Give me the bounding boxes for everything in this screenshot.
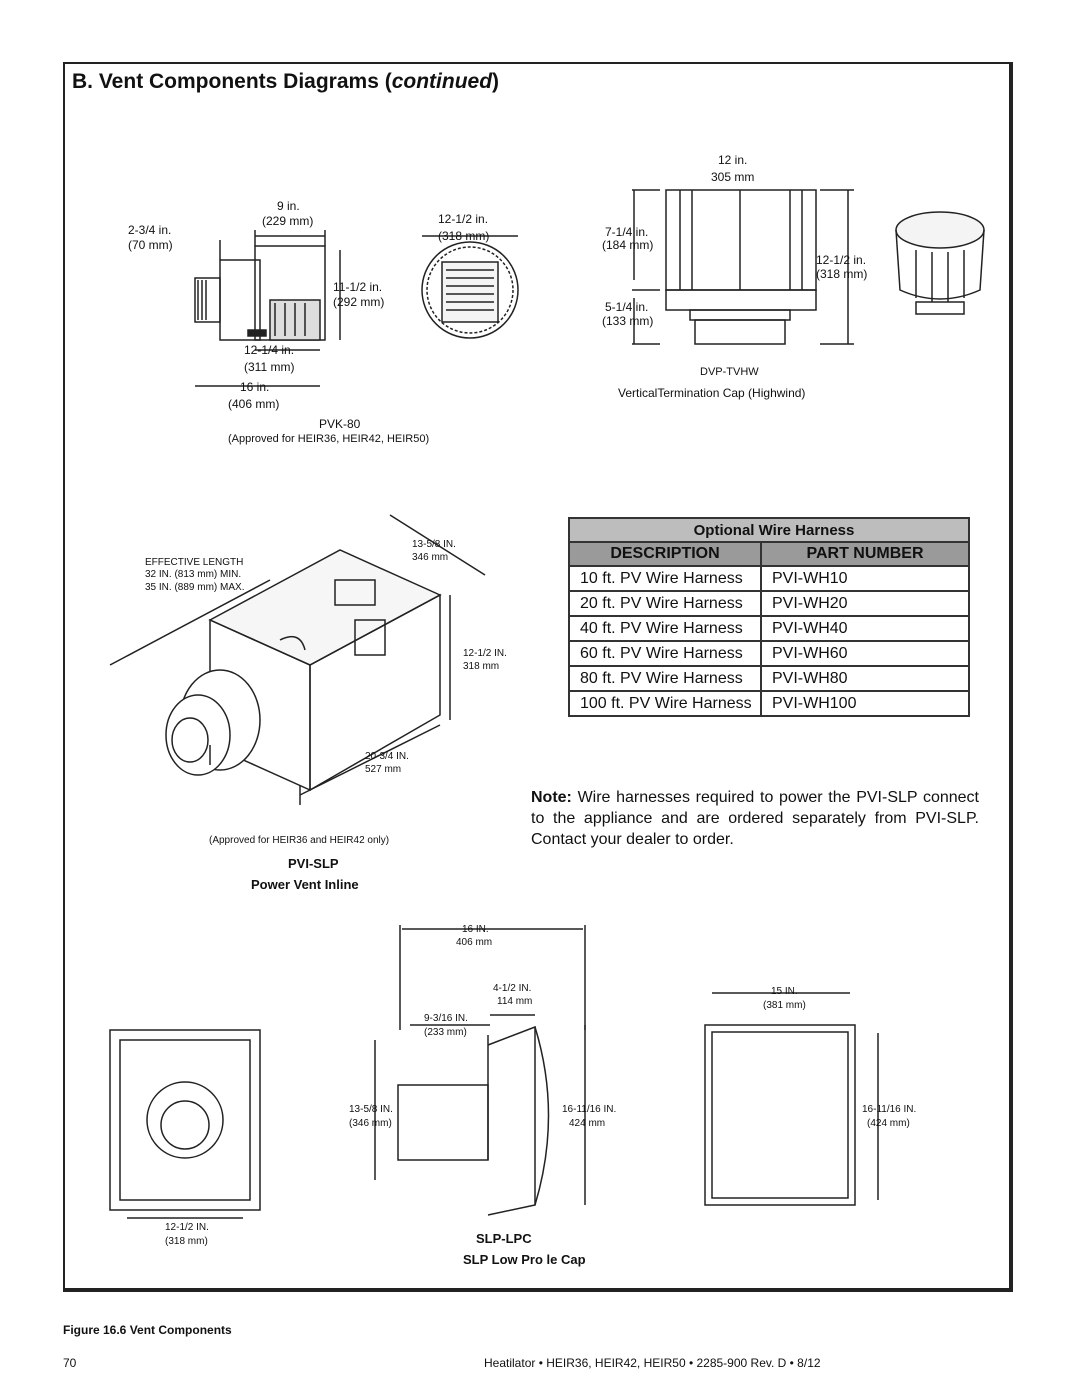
dvp-height-mm: (318 mm)	[816, 267, 868, 281]
wire-harness-table: Optional Wire Harness DESCRIPTION PART N…	[568, 517, 970, 717]
page-number: 70	[63, 1356, 77, 1370]
slp-front-width-label: 12-1/2 IN.	[165, 1222, 209, 1233]
pvi-length-label: 20-3/4 IN.	[365, 751, 409, 762]
pvk-offset-mm: (70 mm)	[128, 238, 173, 252]
pvk-offset-label: 2-3/4 in.	[128, 223, 172, 237]
section-heading: B. Vent Components Diagrams (continued)	[72, 70, 500, 93]
figure-caption: Figure 16.6 Vent Components	[63, 1323, 232, 1337]
dvp-name: DVP-TVHW	[700, 366, 759, 378]
pvi-effective-label: EFFECTIVE LENGTH	[145, 557, 244, 568]
pvi-height-mm: 318 mm	[463, 661, 500, 672]
dvp-desc: VerticalTermination Cap (Highwind)	[618, 386, 806, 400]
slp-height-mm: (346 mm)	[349, 1118, 392, 1129]
pvk-width-label: 9 in.	[277, 199, 300, 213]
pvi-effective-max: 35 IN. (889 mm) MAX.	[145, 582, 245, 593]
slp-desc: SLP Low Pro le Cap	[463, 1252, 586, 1267]
pvk-height-label: 11-1/2 in.	[333, 280, 383, 294]
slp-hood-label: 4-1/2 IN.	[493, 983, 532, 994]
pvk-dia-label: 12-1/2 in.	[438, 212, 489, 226]
slp-name: SLP-LPC	[476, 1231, 532, 1246]
slp-depth-label: 16 IN.	[462, 924, 489, 935]
page-footer: Heatilator • HEIR36, HEIR42, HEIR50 • 22…	[484, 1356, 821, 1370]
pvi-approved: (Approved for HEIR36 and HEIR42 only)	[209, 835, 390, 846]
pvk-name: PVK-80	[319, 417, 361, 431]
slp-depth-mm: 406 mm	[456, 937, 493, 948]
pvk80-drawing	[194, 230, 519, 387]
slp-front-width-mm: (318 mm)	[165, 1236, 208, 1247]
slp-hood-mm: 114 mm	[497, 996, 533, 1007]
slp-rear-height-mm: (424 mm)	[867, 1118, 910, 1129]
pvk-dia-mm: (318 mm)	[438, 229, 490, 243]
slp-pipe-label: 9-3/16 IN.	[424, 1013, 468, 1024]
harness-table-title: Optional Wire Harness	[568, 517, 970, 543]
pvk-length-label: 16 in.	[240, 380, 270, 394]
figure-frame	[63, 62, 1013, 1292]
pvk-length-mm: (406 mm)	[228, 397, 280, 411]
slp-rear-width-label: 15 IN.	[771, 986, 798, 997]
slp-lpc-drawing	[109, 925, 879, 1219]
dvp-lower-mm: (133 mm)	[602, 314, 654, 328]
pvk-approved: (Approved for HEIR36, HEIR42, HEIR50)	[228, 433, 430, 445]
slp-height-label: 13-5/8 IN.	[349, 1104, 393, 1115]
harness-note: Note: Wire harnesses required to power t…	[531, 789, 979, 848]
pvk-width-mm: (229 mm)	[262, 214, 314, 228]
pvi-effective-min: 32 IN. (813 mm) MIN.	[145, 569, 242, 580]
slp-rear-width-mm: (381 mm)	[763, 1000, 806, 1011]
slp-rear-height-label: 16-11/16 IN.	[862, 1104, 917, 1115]
pvi-width-mm: 346 mm	[412, 552, 449, 563]
slp-total-height-label: 16-11/16 IN.	[562, 1104, 617, 1115]
pvi-height-label: 12-1/2 IN.	[463, 648, 507, 659]
dvp-width-mm: 305 mm	[711, 170, 755, 184]
pvi-length-mm: 527 mm	[365, 764, 402, 775]
pvi-slp-drawing	[109, 514, 486, 805]
pvi-width-label: 13-5/8 IN.	[412, 539, 456, 550]
pvi-desc: Power Vent Inline	[251, 877, 359, 892]
pvk-height-mm: (292 mm)	[333, 295, 385, 309]
dvp-lower-label: 5-1/4 in.	[605, 300, 649, 314]
pvk-depth-mm: (311 mm)	[244, 360, 295, 374]
dvp-tvhw-drawing	[632, 189, 985, 345]
slp-pipe-mm: (233 mm)	[424, 1027, 467, 1038]
dvp-height-label: 12-1/2 in.	[816, 253, 867, 267]
harness-col-description: DESCRIPTION	[568, 541, 762, 567]
harness-col-part-number: PART NUMBER	[760, 541, 970, 567]
dvp-upper-mm: (184 mm)	[602, 238, 654, 252]
pvk-depth-label: 12-1/4 in.	[244, 343, 295, 357]
dvp-width-label: 12 in.	[718, 153, 748, 167]
slp-total-height-mm: 424 mm	[569, 1118, 606, 1129]
dvp-upper-label: 7-1/4 in.	[605, 225, 649, 239]
pvi-name: PVI-SLP	[288, 856, 339, 871]
